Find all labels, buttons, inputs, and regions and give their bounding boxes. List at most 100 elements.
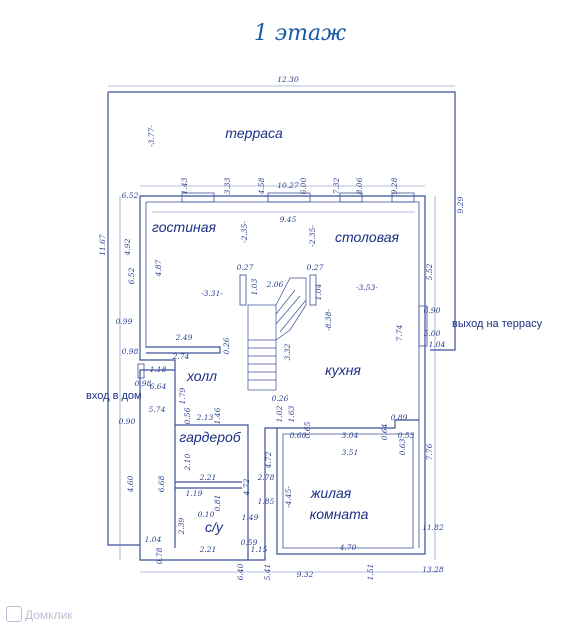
dim-label: -3.31- — [201, 289, 223, 298]
room-kitchen: кухня — [325, 362, 361, 378]
dim-label: 9.32 — [297, 570, 314, 579]
dim-label: 3.32 — [283, 343, 292, 360]
dim-label: 0.26 — [272, 394, 289, 403]
dim-label: 6.52 — [122, 191, 139, 200]
watermark-text: Домклик — [25, 608, 73, 622]
dim-label: 6.68 — [157, 475, 166, 492]
dim-label: 1.79 — [178, 387, 187, 404]
dim-label: 12.30 — [277, 75, 299, 84]
dim-label: 2.39 — [177, 517, 186, 535]
dim-label: 0.56 — [183, 407, 192, 424]
room-residential-1: жилая — [310, 485, 352, 501]
dim-label: 9.28 — [390, 177, 399, 194]
dim-label: 6.64 — [150, 382, 167, 391]
kitchen-wall — [277, 419, 419, 429]
dim-label: 9.45 — [280, 215, 297, 224]
dim-label: 4.60 — [126, 475, 135, 493]
dim-label: 8.06 — [355, 177, 364, 194]
dim-label: 0.27 — [307, 263, 324, 272]
dim-label: -4.45- — [284, 486, 293, 508]
room-bathroom: с/у — [205, 519, 224, 535]
dim-label: 2.21 — [199, 473, 217, 482]
dim-label: 2.74 — [172, 352, 190, 361]
terrace-door — [418, 305, 428, 347]
window-3 — [339, 192, 363, 203]
dim-label: 1.85 — [258, 497, 275, 506]
plan-title: 1 этаж — [254, 21, 346, 46]
dim-label: 0.90 — [119, 417, 136, 426]
dim-label: -2.35- — [240, 221, 249, 243]
dim-label: 1.04 — [429, 340, 446, 349]
dim-label: 0.98 — [122, 347, 139, 356]
domclick-logo-icon — [6, 606, 22, 622]
dim-label: 4.72 — [264, 451, 273, 469]
dim-label: 5.52 — [425, 263, 434, 280]
dim-label: 6.40 — [236, 563, 245, 580]
dim-label: 0.98 — [135, 379, 152, 388]
dim-label: 4.87 — [154, 259, 163, 277]
dim-label: 7.74 — [395, 324, 404, 341]
dim-label: -8.38- — [324, 309, 333, 331]
dim-label: 1.03 — [250, 278, 259, 295]
room-living: гостиная — [152, 219, 216, 235]
dim-label: 1.43 — [180, 177, 189, 194]
dim-label: 1.02 — [275, 405, 284, 422]
dim-label: 10.27 — [277, 181, 299, 190]
dim-label: 6.00 — [299, 177, 308, 194]
dim-label: 0.78 — [155, 547, 164, 564]
room-wardrobe: гардероб — [179, 429, 241, 445]
dim-label: 5.00 — [424, 329, 441, 338]
terrace-exit-label: выход на террасу — [452, 318, 543, 330]
dim-label: 3.04 — [342, 431, 359, 440]
house-outline-inner — [145, 201, 420, 548]
entrance-door — [137, 363, 145, 379]
dim-label: 2.13 — [196, 413, 214, 422]
dim-label: 0.10 — [198, 510, 215, 519]
dim-label: 6.52 — [127, 267, 136, 284]
dim-label: 2.49 — [175, 333, 193, 342]
room-residential-2: комната — [310, 506, 369, 522]
dim-label: 0.99 — [116, 317, 133, 326]
dim-label: 5.74 — [149, 405, 166, 414]
dim-label: 9.29 — [456, 196, 465, 213]
room-hall: холл — [186, 368, 217, 384]
entrance-label: вход в дом — [86, 390, 142, 402]
room-dining: столовая — [335, 229, 399, 245]
dim-label: 11.82 — [422, 523, 444, 532]
dim-label: 7.32 — [332, 177, 341, 194]
dim-label: 7.76 — [425, 443, 434, 460]
window-2 — [267, 192, 311, 203]
dim-label: 0.63 — [398, 438, 407, 455]
room-terrace: терраса — [225, 125, 283, 141]
room-inner — [282, 433, 414, 549]
hall-wall — [174, 370, 249, 560]
dim-label: 1.18 — [150, 365, 167, 374]
dim-label: 5.41 — [263, 564, 272, 581]
dim-label: 0.65 — [303, 421, 312, 438]
window-1 — [181, 192, 215, 203]
dim-label: 2.21 — [199, 545, 217, 554]
dim-label: 4.92 — [123, 238, 132, 256]
column-2 — [309, 274, 317, 306]
dim-label: 3.51 — [342, 448, 359, 457]
dim-label: 2.78 — [257, 473, 275, 482]
dim-label: 4.70 — [339, 543, 357, 552]
dim-label: 6.90 — [424, 306, 441, 315]
dim-label: 1.49 — [242, 513, 259, 522]
window-4 — [391, 192, 415, 203]
living-partition — [146, 346, 221, 354]
dim-label: 3.33 — [223, 177, 232, 194]
dim-label: 0.26 — [222, 337, 231, 354]
dim-label: 4.72 — [242, 478, 251, 496]
house-outline — [139, 195, 426, 561]
dim-label: 1.63 — [287, 405, 296, 422]
dim-label: 13.28 — [422, 565, 444, 574]
dim-label: 1.04 — [314, 283, 323, 300]
dim-label: 1.15 — [251, 545, 268, 554]
dim-label: 0.59 — [241, 538, 258, 547]
dim-label: 0.64 — [380, 423, 389, 440]
dim-label: -2.35- — [308, 225, 317, 247]
dim-label: 2.10 — [183, 453, 192, 471]
dim-label: 0.60 — [290, 431, 307, 440]
